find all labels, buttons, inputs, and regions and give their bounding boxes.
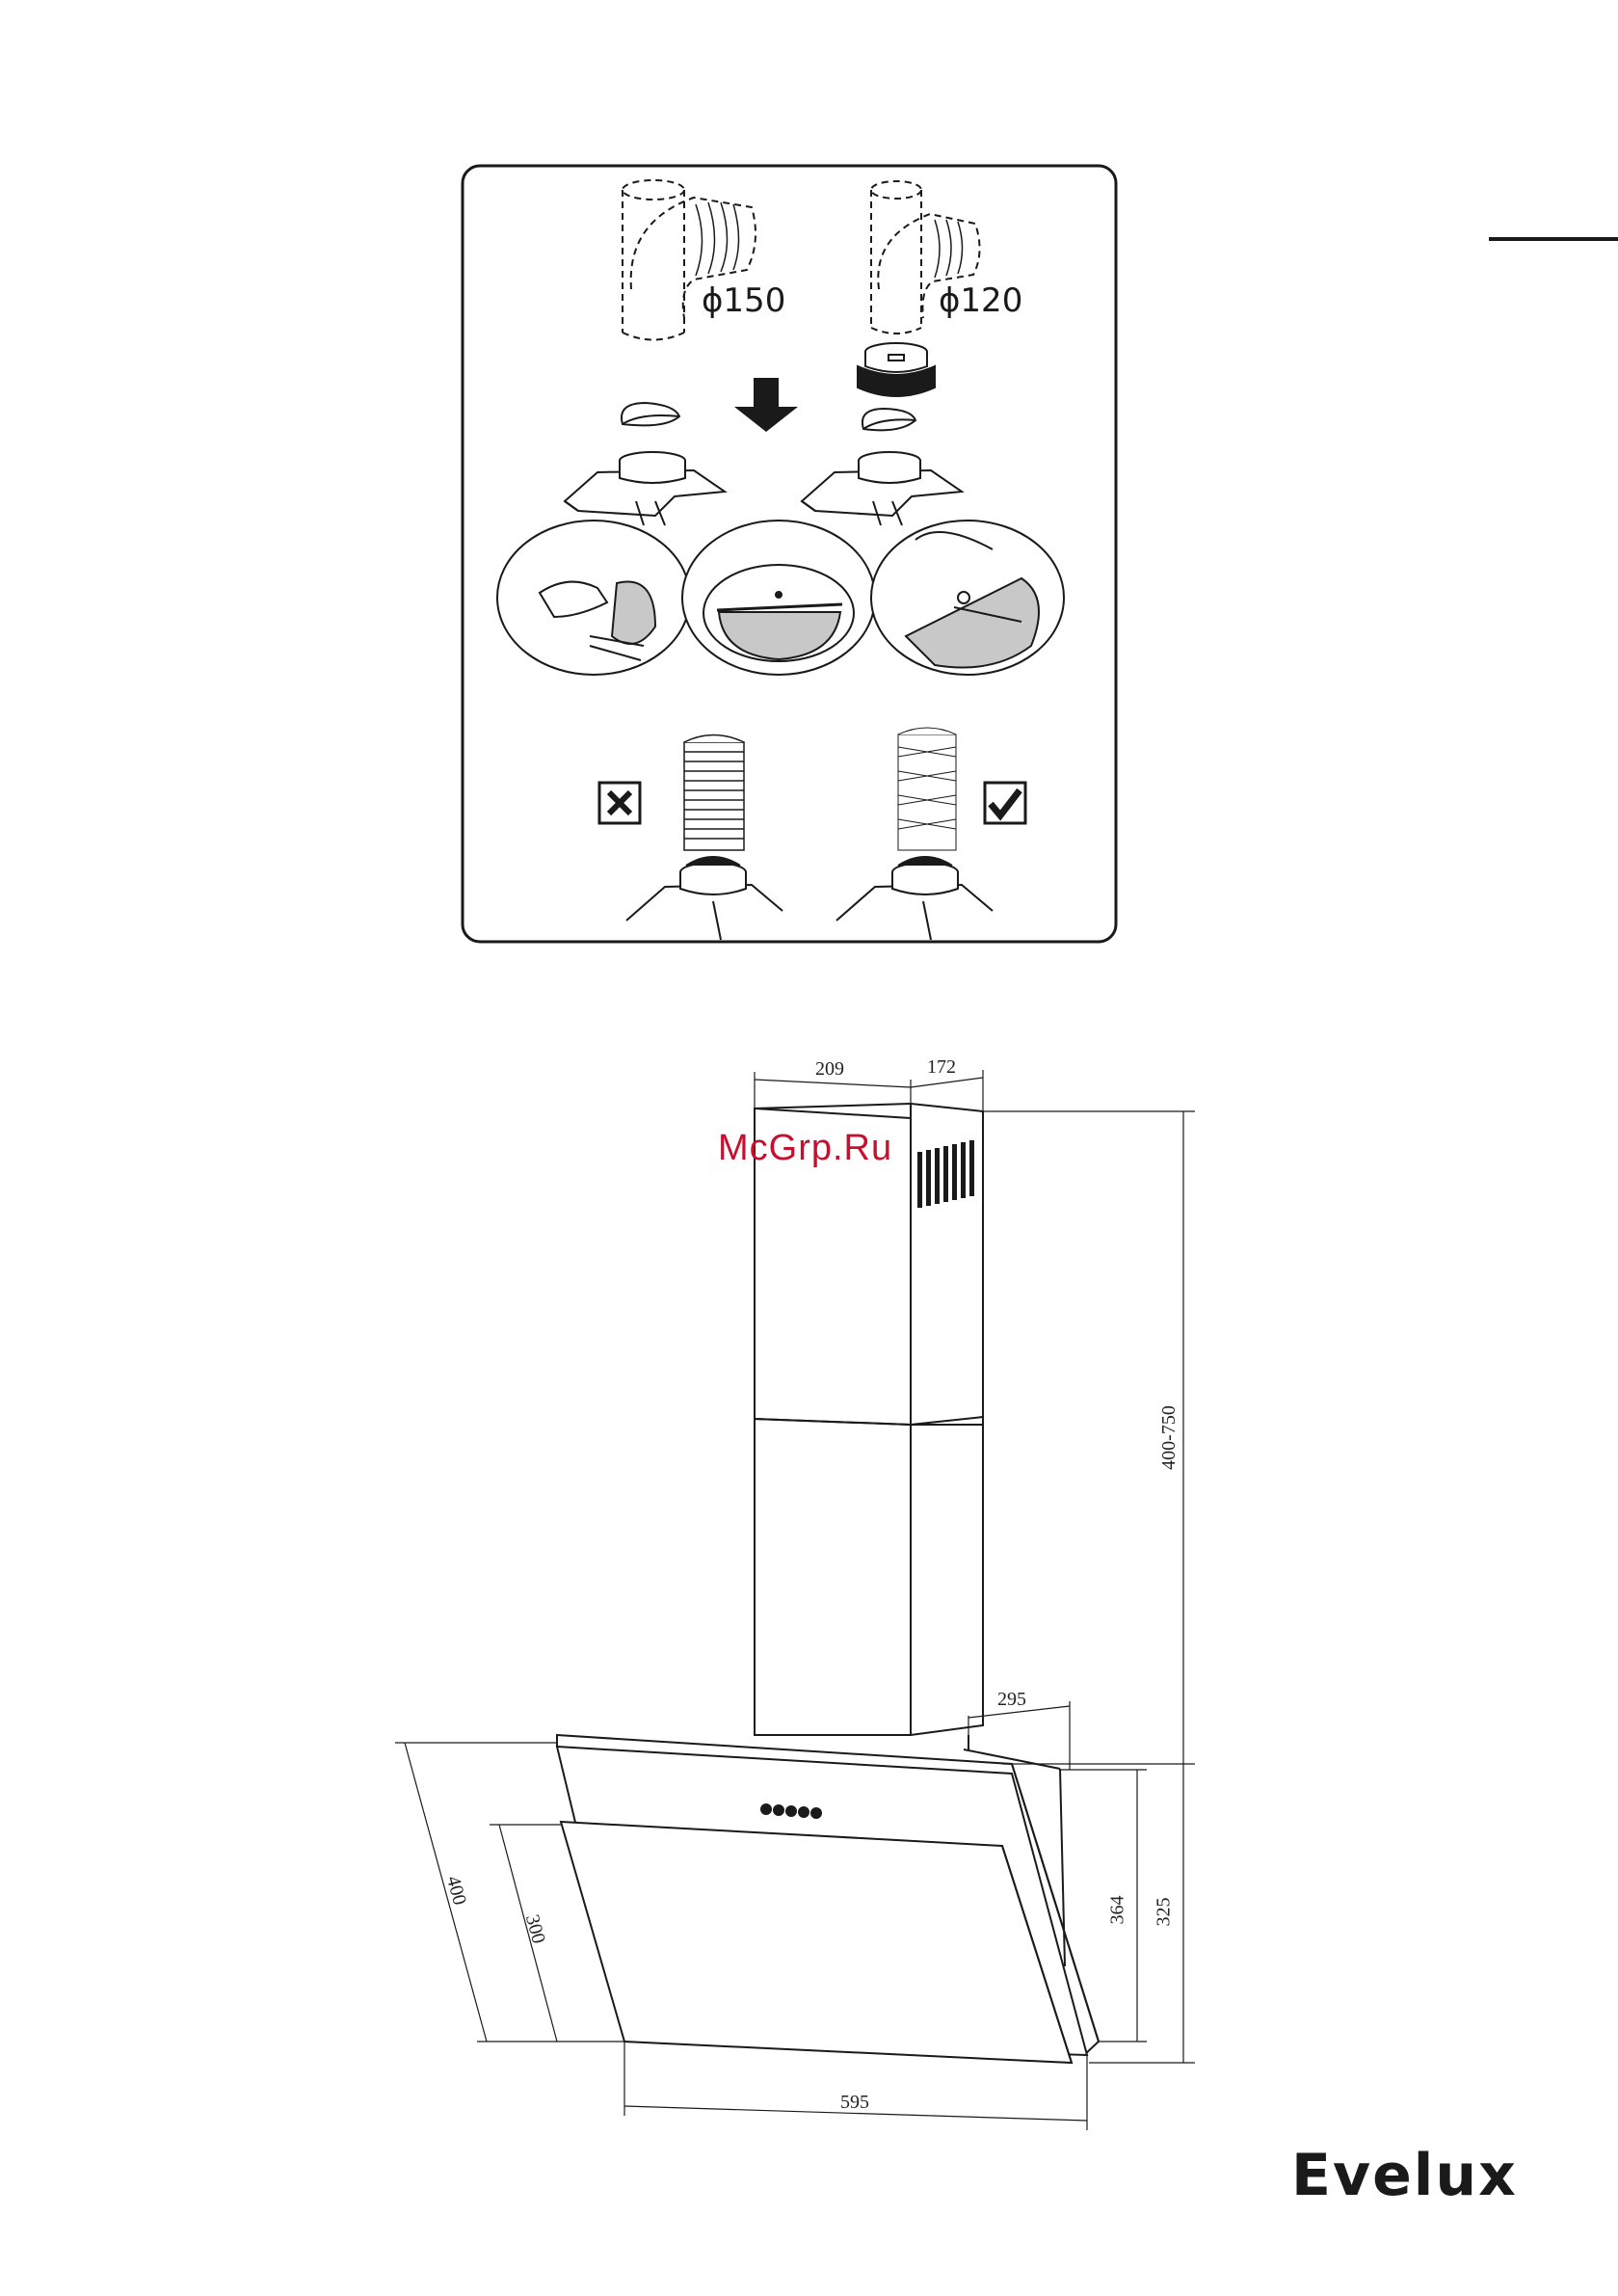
dim-hood-height-back: 325 bbox=[1154, 1898, 1176, 1927]
dim-hood-height-front: 364 bbox=[1107, 1896, 1129, 1925]
dim-chimney-depth: 172 bbox=[927, 1056, 956, 1079]
watermark: McGrp.Ru bbox=[718, 1128, 892, 1169]
vent-grille bbox=[917, 1140, 974, 1208]
brand-logo: Evelux bbox=[1291, 2142, 1518, 2209]
dim-chimney-height: 400-750 bbox=[1158, 1405, 1180, 1470]
dim-chimney-width: 209 bbox=[815, 1058, 844, 1081]
dim-hood-depth: 295 bbox=[997, 1689, 1026, 1711]
hood-body bbox=[557, 1735, 1099, 2063]
dim-hood-width: 595 bbox=[840, 2092, 869, 2114]
